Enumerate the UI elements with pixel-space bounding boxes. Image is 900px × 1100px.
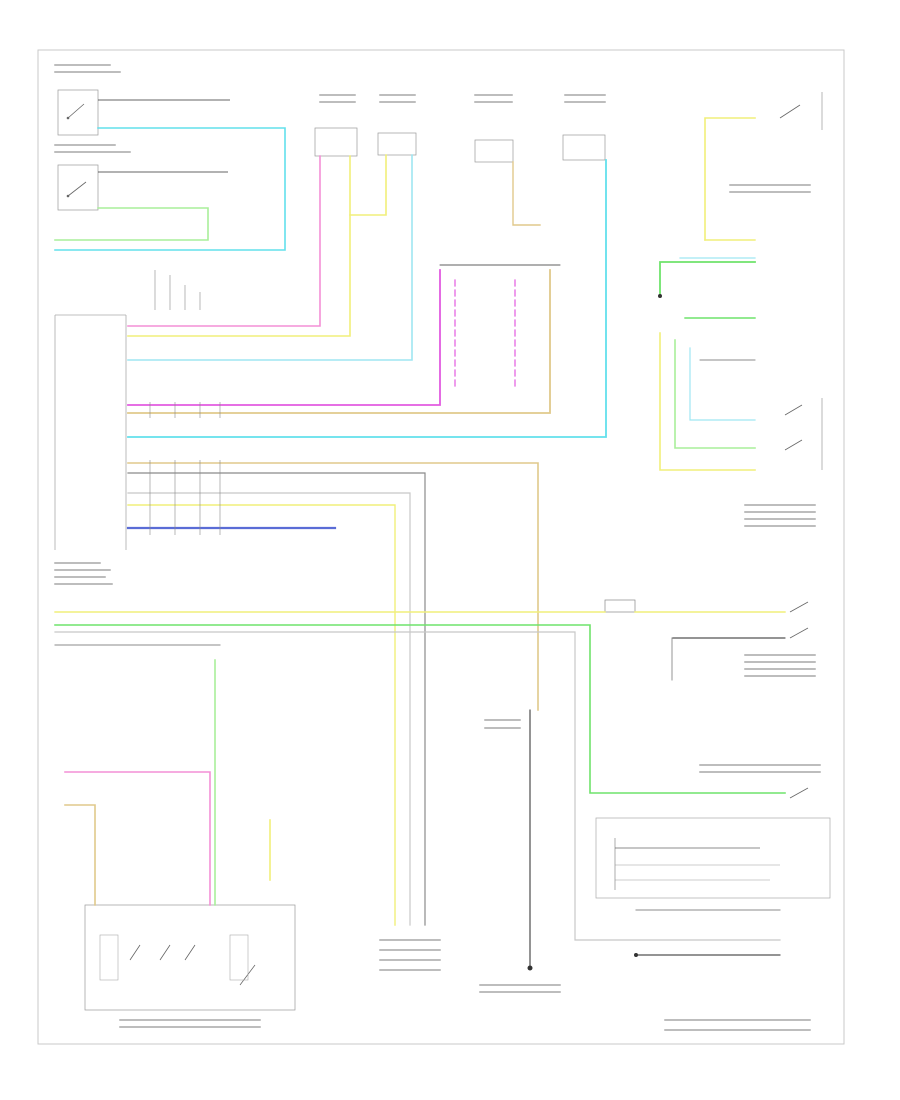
wire-green-right bbox=[659, 261, 756, 296]
annotation-marks bbox=[54, 64, 821, 1031]
connector-box bbox=[562, 134, 606, 161]
wire-light-green-right bbox=[674, 339, 756, 449]
wire-tan bbox=[127, 269, 551, 414]
internal-switch bbox=[239, 964, 256, 986]
fuse-element bbox=[604, 599, 636, 613]
wire-pink bbox=[64, 771, 211, 906]
top-left-switch-group bbox=[57, 89, 230, 211]
switch-blade bbox=[789, 787, 809, 799]
wire-yellow-right bbox=[659, 332, 756, 471]
wire-light-blue bbox=[127, 154, 413, 361]
wire-light-gray bbox=[127, 492, 411, 926]
switch-blade bbox=[789, 601, 809, 613]
ground-terminal bbox=[658, 294, 662, 298]
top-connectors bbox=[314, 127, 606, 163]
wire-yellow bbox=[127, 155, 351, 337]
wire-pink bbox=[127, 155, 321, 327]
wire-light-green bbox=[54, 207, 209, 241]
connector-box bbox=[314, 127, 358, 157]
ground-terminal bbox=[527, 965, 533, 971]
switch-module bbox=[595, 817, 831, 899]
ground-symbols bbox=[527, 294, 662, 971]
left-module-connector bbox=[54, 314, 127, 550]
ground-terminal bbox=[634, 953, 638, 957]
internal-component bbox=[229, 934, 249, 981]
module-box bbox=[84, 904, 296, 1011]
switch-blade bbox=[67, 181, 87, 197]
switch-blade bbox=[789, 627, 809, 639]
wire-cyan-long bbox=[127, 159, 607, 438]
switch-box-upper bbox=[57, 89, 99, 136]
switch-contact bbox=[66, 116, 70, 120]
wire-gray bbox=[127, 472, 426, 926]
wires bbox=[54, 117, 786, 966]
wire-tan-connector bbox=[512, 161, 541, 226]
wire-tan bbox=[127, 462, 539, 711]
internal-component bbox=[99, 934, 119, 981]
right-modules bbox=[595, 92, 831, 899]
internal-switch bbox=[184, 944, 196, 961]
wire-yellow bbox=[127, 504, 396, 926]
switch-box-lower bbox=[57, 164, 99, 211]
wire-cyan bbox=[54, 127, 286, 251]
connector-box bbox=[474, 139, 514, 163]
switch-blade bbox=[784, 404, 803, 416]
wire-yellow bbox=[349, 154, 387, 216]
switch-contact bbox=[66, 194, 70, 198]
switch-blade bbox=[779, 104, 801, 119]
wire-green-long bbox=[54, 624, 786, 794]
connector-box bbox=[377, 132, 417, 156]
bottom-left-module bbox=[84, 904, 296, 1011]
switch-blade bbox=[67, 103, 85, 119]
wire-light-gray-long bbox=[54, 631, 781, 941]
wire-tan bbox=[64, 804, 96, 906]
wire-magenta bbox=[127, 269, 441, 406]
switch-blade bbox=[784, 439, 803, 451]
diagram-border bbox=[37, 49, 845, 1045]
pin-ticks bbox=[149, 270, 221, 535]
internal-switch bbox=[129, 944, 141, 961]
internal-switch bbox=[159, 944, 171, 961]
wire-light-blue-right bbox=[689, 347, 756, 421]
wire-yellow-right bbox=[704, 117, 756, 241]
